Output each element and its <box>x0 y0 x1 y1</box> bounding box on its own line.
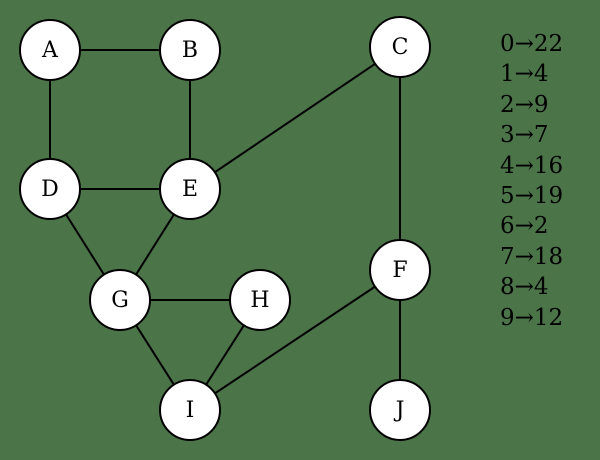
node-label: I <box>186 398 195 423</box>
mapping-value: 2 <box>533 213 549 240</box>
node-circle <box>159 158 221 220</box>
node-label: E <box>182 177 198 202</box>
node-label: C <box>392 35 409 60</box>
mapping-row: 9→12 <box>500 304 564 337</box>
node-g: G <box>89 269 151 331</box>
mapping-value: 16 <box>533 152 564 179</box>
arrow-icon: → <box>514 243 534 270</box>
node-b: B <box>159 19 221 81</box>
mapping-value: 7 <box>533 122 549 149</box>
arrow-icon: → <box>514 152 534 179</box>
node-circle <box>19 19 81 81</box>
arrow-icon: → <box>514 122 534 149</box>
mapping-value: 12 <box>533 304 564 331</box>
node-label: H <box>250 288 269 313</box>
node-h: H <box>229 269 291 331</box>
mapping-row: 5→19 <box>500 182 564 215</box>
arrow-icon: → <box>514 213 534 240</box>
node-circle <box>369 239 431 301</box>
mapping-row: 4→16 <box>500 152 564 185</box>
node-circle <box>369 379 431 441</box>
node-label: B <box>182 38 198 63</box>
mapping-value: 9 <box>533 91 549 118</box>
graph-nodes: A B C D E F G H I J <box>19 16 431 441</box>
arrow-icon: → <box>514 304 534 331</box>
mapping-key: 7 <box>500 243 515 270</box>
node-circle <box>89 269 151 331</box>
mapping-value: 19 <box>533 182 564 209</box>
node-circle <box>369 16 431 78</box>
node-a: A <box>19 19 81 81</box>
arrow-icon: → <box>514 31 534 57</box>
mapping-key: 3 <box>500 122 515 149</box>
node-label: A <box>41 38 59 63</box>
mapping-row: 2→9 <box>500 91 563 124</box>
node-e: E <box>159 158 221 220</box>
node-label: G <box>111 288 129 313</box>
mapping-key: 6 <box>500 213 515 240</box>
mapping-value: 18 <box>533 243 564 270</box>
edge-c-e <box>189 46 401 190</box>
node-label: J <box>394 398 405 423</box>
node-circle <box>229 269 291 331</box>
mapping-key: 9 <box>500 304 515 331</box>
mapping-value: 4 <box>533 274 549 301</box>
mapping-key: 8 <box>500 274 515 301</box>
mapping-key: 5 <box>500 182 515 209</box>
arrow-icon: → <box>514 274 534 301</box>
node-label: D <box>41 177 59 202</box>
node-d: D <box>19 158 81 220</box>
mapping-row: 6→2 <box>500 215 563 245</box>
mapping-value: 22 <box>533 31 564 57</box>
arrow-icon: → <box>514 61 534 88</box>
mapping-list: 0→22 1→4 2→9 3→7 4→16 5→19 6→2 7→18 8→4 … <box>500 33 563 337</box>
mapping-key: 1 <box>500 61 515 88</box>
node-j: J <box>369 379 431 441</box>
mapping-key: 0 <box>500 31 515 57</box>
mapping-row: 1→4 <box>500 63 563 93</box>
arrow-icon: → <box>514 91 534 118</box>
mapping-value: 4 <box>533 61 549 88</box>
mapping-key: 4 <box>500 152 515 179</box>
edge-f-i <box>189 269 401 411</box>
mapping-row: 7→18 <box>500 243 564 276</box>
node-label: F <box>392 258 407 283</box>
node-circle <box>159 19 221 81</box>
node-circle <box>19 158 81 220</box>
node-f: F <box>369 239 431 301</box>
node-c: C <box>369 16 431 78</box>
node-i: I <box>159 379 221 441</box>
node-circle <box>159 379 221 441</box>
mapping-row: 0→22 <box>500 33 563 63</box>
mapping-key: 2 <box>500 91 515 118</box>
mapping-row: 8→4 <box>500 276 563 306</box>
mapping-row: 3→7 <box>500 124 563 154</box>
arrow-icon: → <box>514 182 534 209</box>
